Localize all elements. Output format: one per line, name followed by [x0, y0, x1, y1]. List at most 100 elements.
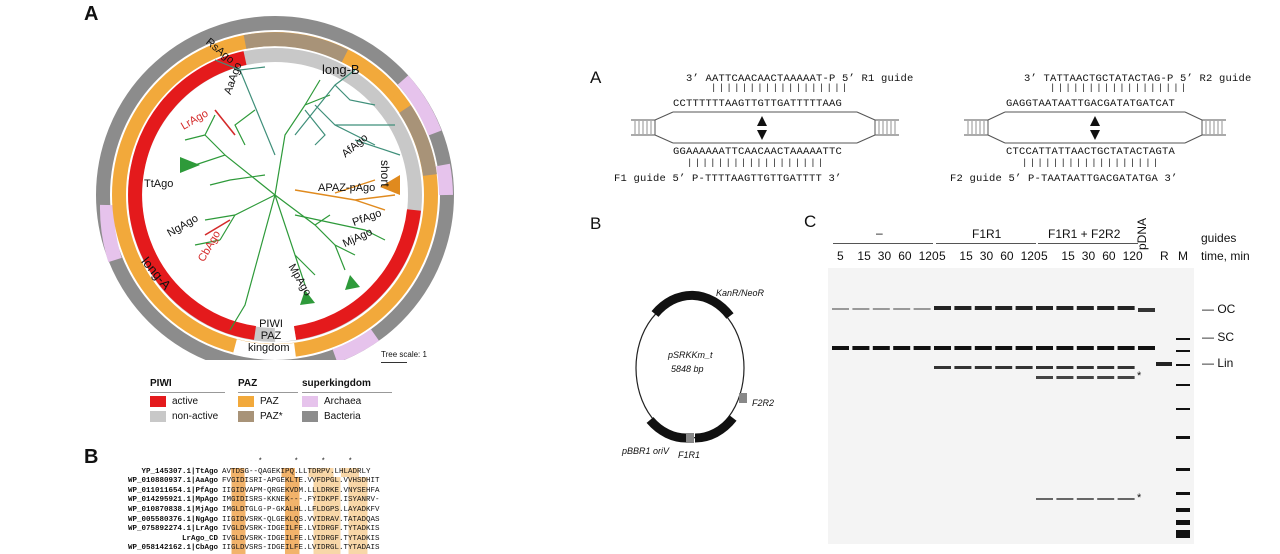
gel-band — [995, 306, 1013, 310]
plasmid-kan: KanR/NeoR — [716, 288, 765, 298]
time-label-2: 30 — [877, 249, 892, 263]
plasmid-name: pSRKKm_t — [668, 350, 713, 360]
r-lane-band — [1156, 362, 1172, 366]
legend-item-paz: PAZ — [238, 396, 298, 407]
kanr-segment — [651, 290, 734, 319]
time-label-13: 60 — [1102, 249, 1116, 263]
r2-guide: 3’ TATTAACTGCTATACTAG-P 5’ R2 guide — [1024, 73, 1252, 85]
time-label-4: 120 — [918, 249, 939, 263]
tree-scale: Tree scale: 1 — [381, 350, 427, 359]
panel-b-right-label: B — [590, 214, 602, 233]
gel-band — [872, 308, 890, 310]
gel-band — [1076, 306, 1094, 310]
collapsed-clades — [180, 157, 360, 305]
legend-paz: PAZ PAZ PAZ* — [238, 378, 298, 422]
time-label-5: 5 — [939, 249, 946, 263]
band-sc: — SC — [1202, 330, 1235, 344]
gel-band — [1138, 308, 1155, 312]
pdna-label: pDNA — [1135, 217, 1149, 250]
gel-band — [1036, 498, 1053, 500]
time-label-3: 60 — [898, 249, 912, 263]
gel-band — [1117, 306, 1135, 310]
marker-ladder — [1176, 338, 1190, 538]
panel-a-right-label: A — [590, 68, 602, 87]
label-rings: PIWI PAZ — [256, 318, 286, 342]
time-label-11: 15 — [1061, 249, 1075, 263]
gel-band — [872, 346, 890, 350]
panel-c-label: C — [804, 212, 817, 231]
gel-band — [913, 308, 931, 310]
cleavage-arrow-down — [757, 130, 767, 140]
gel-band — [934, 306, 951, 310]
gel-band — [1117, 346, 1135, 350]
gel-band — [954, 306, 972, 310]
r1-guide: 3’ AATTCAACAACTAAAAAT-P 5’ R1 guide — [686, 73, 914, 85]
gel-band — [974, 366, 992, 369]
band-star-1: * — [1137, 370, 1142, 382]
gel-band — [893, 308, 911, 310]
gel-band — [1056, 306, 1074, 310]
panel-a-label: A — [84, 3, 99, 25]
lane-m: M — [1178, 249, 1188, 263]
gel-band — [852, 308, 870, 310]
time-label-9: 120 — [1020, 249, 1041, 263]
gel-band — [913, 346, 931, 350]
plasmid-f2r2: F2R2 — [752, 398, 775, 408]
gel-band — [1015, 306, 1033, 310]
f2-guide: F2 guide 5’ P-TAATAATTGACGATATGA 3’ — [950, 173, 1178, 185]
gel-band — [893, 346, 911, 350]
label-short: short — [378, 160, 392, 187]
gel-band — [1076, 346, 1094, 350]
legend-kingdom: superkingdom Archaea Bacteria — [302, 378, 392, 422]
cleavage-arrow-down-2 — [1090, 130, 1100, 140]
time-label-1: 15 — [857, 249, 871, 263]
legend-item-bacteria: Bacteria — [302, 411, 392, 422]
cleavage-arrow-up — [757, 116, 767, 126]
legend-piwi: PIWI active non-active — [150, 378, 225, 422]
gel-band — [1036, 346, 1053, 350]
left-duplex-drawing — [631, 111, 899, 144]
green-branches — [184, 79, 386, 331]
guides-label: guides — [1201, 231, 1237, 245]
legend-paz-title: PAZ — [238, 378, 258, 389]
right-bottom-strand: CTCCATTATTAACTGCTATACTAGTA — [1006, 146, 1176, 158]
plasmid-size: 5848 bp — [671, 364, 704, 374]
gel-band — [934, 366, 951, 369]
band-oc: — OC — [1202, 302, 1236, 316]
gel-band — [1097, 498, 1115, 500]
alignment-stars: * * * * — [258, 458, 353, 466]
band-lin: — Lin — [1202, 356, 1234, 370]
gel-band — [832, 346, 849, 350]
legend-item-non-active: non-active — [150, 411, 225, 422]
left-top-strand: CCTTTTTTAAGTTGTTGATTTTTAAG — [673, 98, 843, 110]
legend-piwi-title: PIWI — [150, 378, 172, 389]
gel-band — [1076, 366, 1094, 369]
gel-band — [954, 366, 972, 369]
label-piwi: PIWI — [259, 318, 283, 330]
f2r2-site — [739, 393, 747, 403]
panel-b-label: B — [84, 446, 99, 468]
gel-band — [1036, 306, 1053, 310]
ori-segment — [646, 416, 688, 443]
legend-kingdom-title: superkingdom — [302, 378, 371, 389]
group-f1r1-f2r2: F1R1 + F2R2 — [1048, 227, 1121, 241]
time-label-8: 60 — [1000, 249, 1014, 263]
legend-item-active: active — [150, 396, 225, 407]
gel-band — [954, 346, 972, 350]
time-label: time, min — [1201, 249, 1250, 263]
gel-band — [1117, 366, 1135, 369]
plasmid-f1r1: F1R1 — [678, 450, 701, 460]
plasmid-ori: pBBR1 oriV — [622, 446, 670, 456]
orange-branches — [294, 179, 396, 211]
gel-band — [1056, 376, 1074, 379]
left-bottom-strand: GGAAAAAATTCAACAACTAAAAATTC — [673, 146, 843, 158]
time-label-14: 120 — [1122, 249, 1143, 263]
gel-band — [1036, 376, 1053, 379]
time-label-0: 5 — [837, 249, 844, 263]
cleavage-arrow-up-2 — [1090, 116, 1100, 126]
